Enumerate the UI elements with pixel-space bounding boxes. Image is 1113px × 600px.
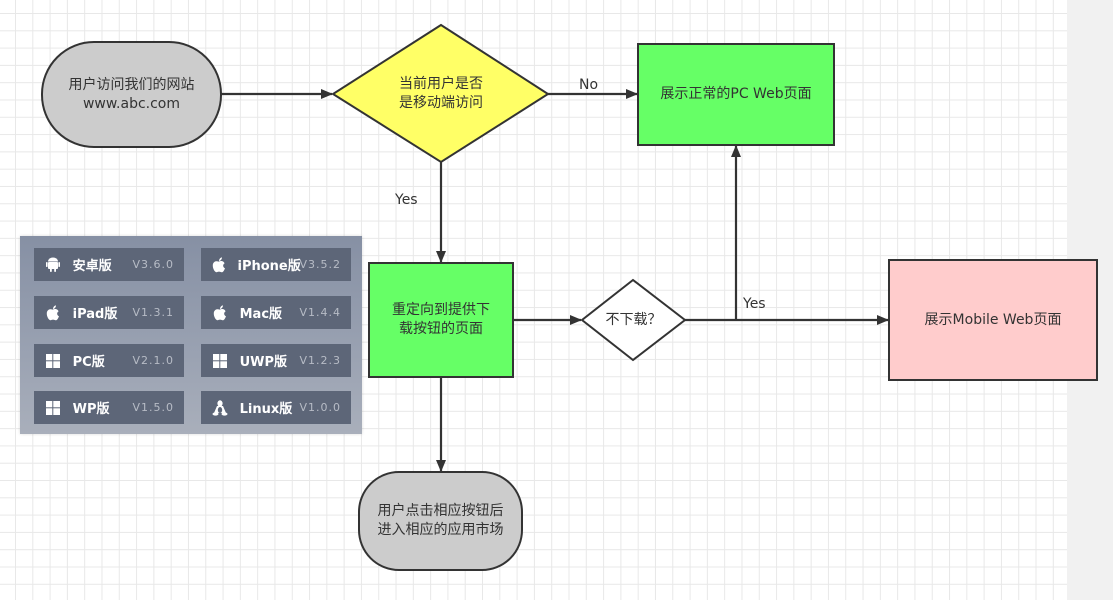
version-name: UWP版 [239, 355, 288, 370]
android-icon [34, 257, 73, 273]
version-name: iPad版 [72, 307, 118, 322]
version-name: Mac版 [239, 307, 283, 322]
node-app-store-shape[interactable] [358, 471, 523, 571]
download-ipad-button[interactable]: iPad版 V1.3.1 [34, 296, 184, 329]
download-iphone-button[interactable]: iPhone版 V3.5.2 [201, 248, 351, 281]
node-start-shape[interactable] [41, 41, 222, 148]
apple-icon [34, 304, 73, 321]
edge-label-no: No [579, 77, 599, 93]
node-decision-mobile-shape[interactable] [331, 23, 550, 164]
version-name: iPhone版 [237, 259, 301, 274]
version-number: V1.5.0 [132, 401, 174, 414]
apple-icon [201, 256, 237, 273]
node-pc-web-shape[interactable] [637, 43, 835, 146]
version-number: V3.5.2 [299, 258, 341, 271]
edge-label-yes-down: Yes [395, 192, 418, 208]
version-number: V1.2.3 [299, 354, 341, 367]
node-decision-download-shape[interactable] [580, 278, 687, 362]
version-name: 安卓版 [72, 259, 112, 274]
version-name: PC版 [72, 355, 105, 370]
version-number: V1.4.4 [299, 306, 341, 319]
download-uwp-button[interactable]: UWP版 V1.2.3 [201, 344, 351, 377]
windows-icon [34, 400, 73, 415]
app-version-panel: 安卓版 V3.6.0 iPhone版 V3.5.2 iPad版 V1.3.1 M… [20, 236, 362, 434]
download-android-button[interactable]: 安卓版 V3.6.0 [34, 248, 184, 281]
windows-icon [34, 353, 73, 368]
apple-icon [201, 304, 240, 321]
version-name: Linux版 [239, 402, 293, 417]
version-name: WP版 [72, 402, 110, 417]
download-wp-button[interactable]: WP版 V1.5.0 [34, 391, 184, 424]
edge-label-yes-right: Yes [743, 296, 766, 312]
download-mac-button[interactable]: Mac版 V1.4.4 [201, 296, 351, 329]
version-number: V1.3.1 [132, 306, 174, 319]
download-linux-button[interactable]: Linux版 V1.0.0 [201, 391, 351, 424]
version-number: V2.1.0 [132, 354, 174, 367]
download-pc-button[interactable]: PC版 V2.1.0 [34, 344, 184, 377]
linux-icon [201, 399, 240, 416]
node-mobile-web-shape[interactable] [888, 259, 1098, 381]
windows-icon [201, 353, 240, 368]
node-redirect-shape[interactable] [368, 262, 514, 378]
version-number: V1.0.0 [299, 401, 341, 414]
version-number: V3.6.0 [132, 258, 174, 271]
